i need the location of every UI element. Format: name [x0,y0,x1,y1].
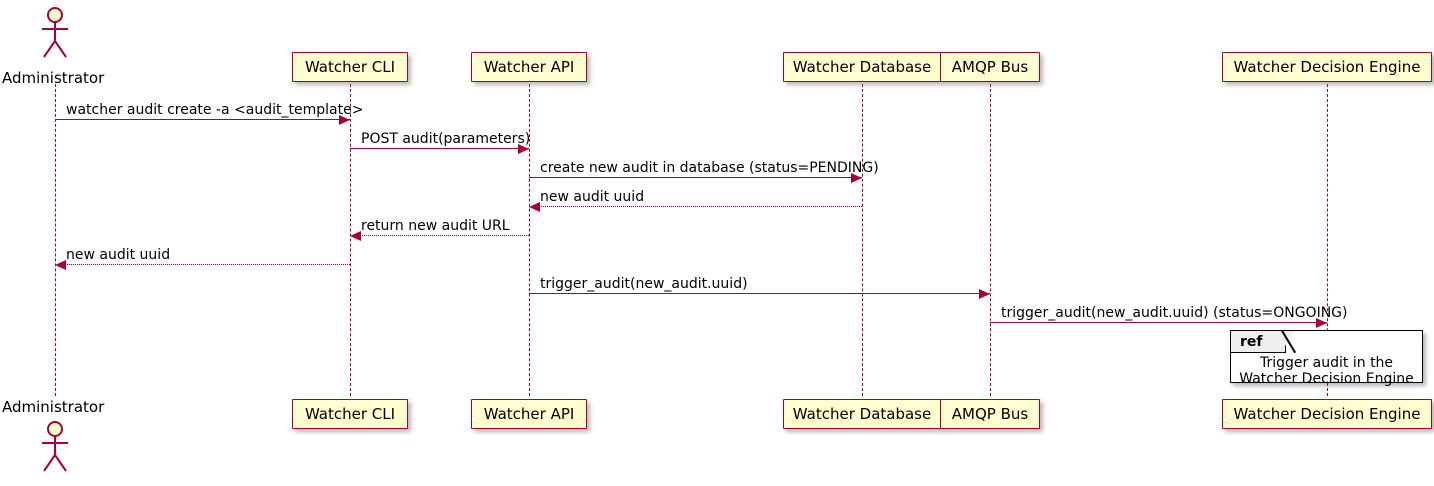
participant-label: Watcher Decision Engine [1233,404,1421,423]
lifeline-administrator [55,84,56,396]
actor-label-administrator-footer: Administrator [2,398,105,416]
message-line-6 [55,264,350,265]
actor-label-administrator-header: Administrator [2,69,105,87]
actor-stick-figure-icon [42,421,68,472]
lifeline-watcher-database [862,84,863,396]
participant-watcher-api-footer: Watcher API [471,399,587,429]
participant-amqp-bus-footer: AMQP Bus [940,399,1040,429]
actor-administrator-header [33,5,77,61]
message-label-7: trigger_audit(new_audit.uuid) [540,276,748,292]
message-arrowhead-6 [55,260,66,270]
actor-stick-figure-icon [42,7,68,58]
participant-watcher-cli-header: Watcher CLI [292,52,408,82]
participant-watcher-decision-engine-footer: Watcher Decision Engine [1222,399,1432,429]
participant-label: Watcher API [483,404,575,423]
ref-fragment-line-1: Trigger audit in the [1259,355,1394,371]
participant-label: AMQP Bus [951,404,1029,423]
ref-fragment-line-2: Watcher Decision Engine [1239,371,1414,387]
message-line-4 [529,206,862,207]
participant-label: Watcher Decision Engine [1233,57,1421,76]
message-label-4: new audit uuid [540,189,645,205]
message-arrowhead-2 [518,144,529,154]
message-arrowhead-7 [979,289,990,299]
participant-label: Watcher CLI [304,404,396,423]
message-line-7 [529,293,990,294]
participant-label: AMQP Bus [951,57,1029,76]
participant-watcher-database-footer: Watcher Database [783,399,941,429]
message-line-3 [529,177,862,178]
message-label-3: create new audit in database (status=PEN… [540,160,879,176]
message-line-8 [990,322,1327,323]
message-arrowhead-4 [529,202,540,212]
message-label-6: new audit uuid [66,247,171,263]
message-line-5 [350,235,529,236]
participant-label: Watcher CLI [304,57,396,76]
message-label-2: POST audit(parameters) [361,131,531,147]
message-label-1: watcher audit create -a <audit_template> [66,102,364,118]
participant-label: Watcher Database [792,57,932,76]
participant-watcher-api-header: Watcher API [471,52,587,82]
participant-amqp-bus-header: AMQP Bus [940,52,1040,82]
message-label-8: trigger_audit(new_audit.uuid) (status=ON… [1001,305,1348,321]
message-arrowhead-5 [350,231,361,241]
lifeline-watcher-api [529,84,530,396]
message-arrowhead-3 [851,173,862,183]
message-arrowhead-8 [1316,318,1327,328]
message-arrowhead-1 [339,115,350,125]
participant-label: Watcher Database [792,404,932,423]
message-label-5: return new audit URL [361,218,510,234]
ref-fragment-keyword: ref [1231,331,1286,353]
lifeline-watcher-decision-engine [1327,84,1328,396]
lifeline-amqp-bus [990,84,991,396]
participant-watcher-decision-engine-header: Watcher Decision Engine [1222,52,1432,82]
participant-label: Watcher API [483,57,575,76]
participant-watcher-cli-footer: Watcher CLI [292,399,408,429]
message-line-2 [350,148,529,149]
participant-watcher-database-header: Watcher Database [783,52,941,82]
message-line-1 [55,119,350,120]
actor-administrator-footer [33,419,77,475]
